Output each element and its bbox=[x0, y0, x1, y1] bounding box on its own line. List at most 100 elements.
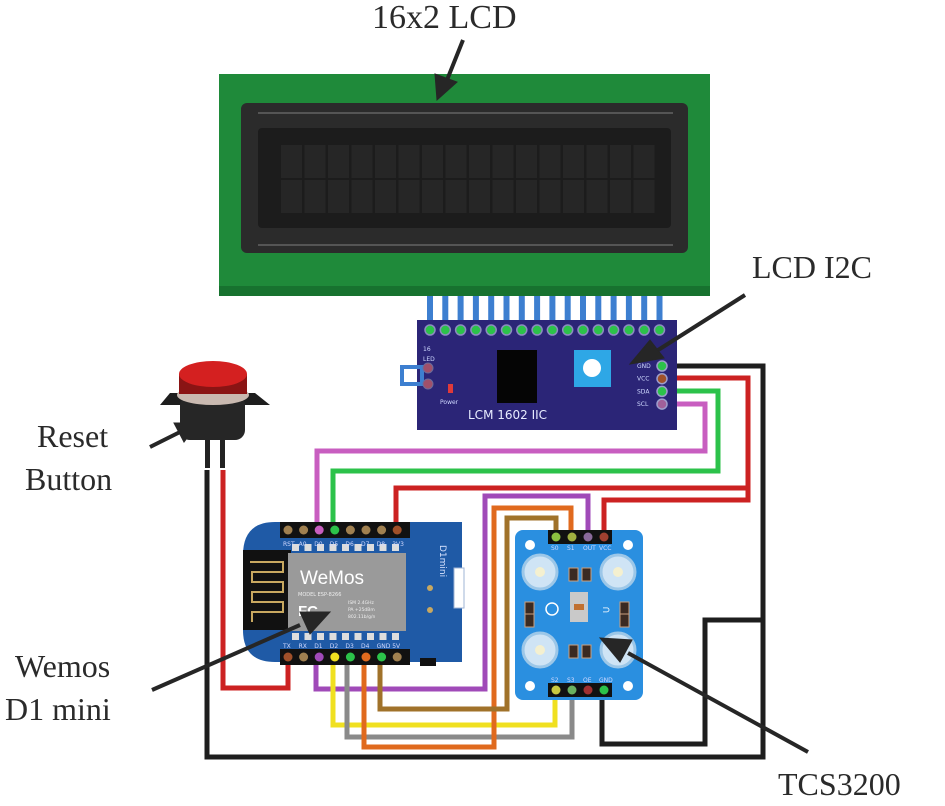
esp-pad bbox=[317, 544, 324, 551]
i2c-module-name: LCM 1602 IIC bbox=[468, 408, 547, 422]
wemos-pin-a0 bbox=[299, 525, 309, 535]
tcs-pin-gnd bbox=[599, 685, 609, 695]
lcd-character-cell bbox=[422, 145, 443, 178]
i2c-pin-sda bbox=[656, 385, 668, 398]
lcd-character-cell bbox=[375, 180, 396, 213]
led-jumper bbox=[400, 365, 424, 386]
wemos-pin-d3 bbox=[345, 652, 355, 662]
tcs-pin-oe bbox=[583, 685, 593, 695]
lcd-character-cell bbox=[610, 180, 631, 213]
wire-sda-green bbox=[330, 388, 721, 530]
lcd-character-cell bbox=[351, 180, 373, 213]
arrow-head-lcd bbox=[434, 73, 458, 102]
header-strip bbox=[280, 649, 410, 665]
smd-resistor bbox=[619, 613, 630, 628]
i2c-header-pin bbox=[439, 324, 452, 336]
photodiode-array bbox=[574, 604, 584, 610]
wemos-pin-label: D7 bbox=[361, 541, 370, 548]
lcd-character-cell bbox=[469, 180, 490, 213]
antenna-trace bbox=[250, 561, 284, 622]
wemos-brand: WeMos bbox=[300, 568, 364, 589]
wemos-pin-gnd bbox=[377, 652, 387, 662]
i2c-pin-label: SDA bbox=[637, 388, 650, 395]
arrow-i2c bbox=[653, 293, 747, 354]
label-lcd: 16x2 LCD bbox=[372, 0, 517, 36]
esp-pad bbox=[392, 544, 399, 551]
i2c-header-pin bbox=[592, 324, 605, 336]
esp-castellations bbox=[292, 544, 399, 640]
wemos-pin-5v bbox=[392, 652, 402, 662]
smd-resistor bbox=[581, 644, 592, 659]
tcs-led-core bbox=[535, 567, 545, 577]
lcd-character-cell bbox=[375, 145, 396, 178]
lcd-character-cell bbox=[328, 180, 349, 213]
wemos-pin-label: D5 bbox=[330, 541, 339, 548]
tcs-led-core bbox=[613, 567, 623, 577]
i2c-header-pin bbox=[623, 324, 635, 336]
i2c-header-pin bbox=[577, 324, 589, 336]
reset-button[interactable] bbox=[160, 361, 270, 468]
lcd-character-cell bbox=[398, 145, 420, 178]
i2c-header-pin bbox=[485, 324, 497, 336]
smd-resistor bbox=[524, 613, 535, 628]
button-cap[interactable] bbox=[179, 361, 247, 387]
wemos-pin-3v3 bbox=[392, 525, 402, 535]
reset-switch[interactable] bbox=[420, 658, 436, 666]
esp-pad bbox=[329, 544, 337, 551]
lcd-character-cell bbox=[586, 180, 608, 213]
arrow-tcs bbox=[627, 651, 809, 754]
wemos-pin-d4 bbox=[361, 652, 371, 662]
label-reset-line1: Reset bbox=[37, 418, 108, 454]
label-lcd-i2c: LCD I2C bbox=[752, 249, 872, 285]
wemos-pin-d6 bbox=[345, 525, 355, 535]
wire-vcc-red-tcs bbox=[601, 488, 751, 534]
tcs-pin-out bbox=[583, 532, 593, 542]
esp-pad bbox=[379, 633, 387, 640]
lcd-character-cell bbox=[328, 145, 349, 178]
tcs-pin-label: VCC bbox=[599, 545, 611, 552]
power-label: Power bbox=[440, 399, 459, 406]
mount-hole bbox=[525, 681, 535, 691]
chip-text-1: ISM 2.4GHz bbox=[348, 600, 375, 606]
lcd-character-cell bbox=[469, 145, 490, 178]
usb-port[interactable] bbox=[453, 567, 465, 609]
wemos-pin-label: 3V3 bbox=[392, 541, 404, 548]
i2c-pin-vcc bbox=[656, 372, 668, 385]
arrow-wemos bbox=[151, 623, 301, 692]
esp-pad bbox=[317, 633, 324, 640]
smd-resistor bbox=[619, 601, 630, 616]
wire-orange bbox=[361, 505, 574, 750]
wemos-pin-d2 bbox=[330, 652, 340, 662]
wemos-pin-label: D0 bbox=[314, 541, 323, 548]
i2c-pin-scl bbox=[656, 398, 668, 410]
board-via bbox=[427, 607, 433, 613]
wemos-pin-d5 bbox=[330, 525, 340, 535]
chip-text-0: MODEL ESP-8266 bbox=[298, 592, 341, 598]
tcs-pin-s0 bbox=[551, 532, 561, 542]
i2c-header-pin bbox=[470, 324, 482, 336]
mount-hole bbox=[525, 540, 535, 550]
button-body bbox=[180, 395, 245, 440]
potentiometer-knob[interactable] bbox=[583, 359, 601, 377]
esp-pad bbox=[392, 633, 399, 640]
esp-pad bbox=[292, 633, 299, 640]
wemos-pin-rx bbox=[299, 652, 309, 662]
tcs-pin-label: S2 bbox=[551, 677, 559, 684]
i2c-header-pin bbox=[638, 324, 650, 336]
i2c-top-pin-row bbox=[424, 324, 666, 336]
wire-scl-pink bbox=[314, 401, 708, 530]
i2c-led-label: LED bbox=[423, 356, 435, 363]
tcs-pin-vcc bbox=[599, 532, 609, 542]
arrow-reset bbox=[149, 430, 181, 449]
chip-text-2: PA +25dBm bbox=[348, 607, 375, 613]
lcd-character-cell bbox=[539, 145, 561, 178]
smd-resistor bbox=[568, 644, 579, 659]
esp-pad bbox=[342, 544, 349, 551]
tcs-pin-label: GND bbox=[599, 677, 613, 684]
